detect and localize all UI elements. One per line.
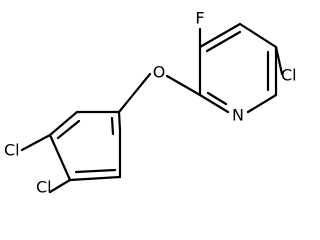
bond-c4-c5-inner bbox=[74, 168, 117, 174]
ring-chlorine-4-label: Cl bbox=[36, 178, 52, 197]
bond-c2-o bbox=[165, 74, 202, 97]
bond-c4-cl bbox=[48, 178, 72, 194]
ether-oxygen-label: O bbox=[153, 63, 166, 82]
ring-chlorine-3-label: Cl bbox=[4, 141, 20, 160]
dichlorophenyl-ring bbox=[48, 110, 122, 182]
bond-c3-c4 bbox=[198, 22, 242, 49]
chemical-structure: F O N Cl Cl Cl bbox=[4, 9, 297, 197]
bond-n1-c2-inner bbox=[206, 91, 228, 106]
pyridine-chlorine-label: Cl bbox=[281, 66, 297, 85]
bond-c6-c1 bbox=[117, 110, 122, 132]
bond-c3-cl bbox=[20, 133, 52, 152]
bond-c2-c3 bbox=[48, 110, 79, 137]
bond-c2-c3-inner bbox=[56, 119, 81, 140]
fluorine-label: F bbox=[195, 9, 204, 28]
bond-c6-c1-inner bbox=[110, 116, 115, 136]
bond-o-c1prime bbox=[117, 72, 152, 114]
bond-c4-c5 bbox=[238, 22, 278, 49]
bond-c6-n1 bbox=[246, 93, 278, 114]
bond-c3-c4 bbox=[48, 133, 72, 182]
bond-n1-c2 bbox=[198, 93, 230, 114]
bond-c5-cl bbox=[274, 45, 284, 76]
pyridine-nitrogen-label: N bbox=[232, 106, 244, 125]
pyridine-ring bbox=[198, 22, 278, 114]
bond-c3-c4-inner bbox=[205, 30, 242, 53]
bond-c4-c5 bbox=[68, 175, 122, 182]
